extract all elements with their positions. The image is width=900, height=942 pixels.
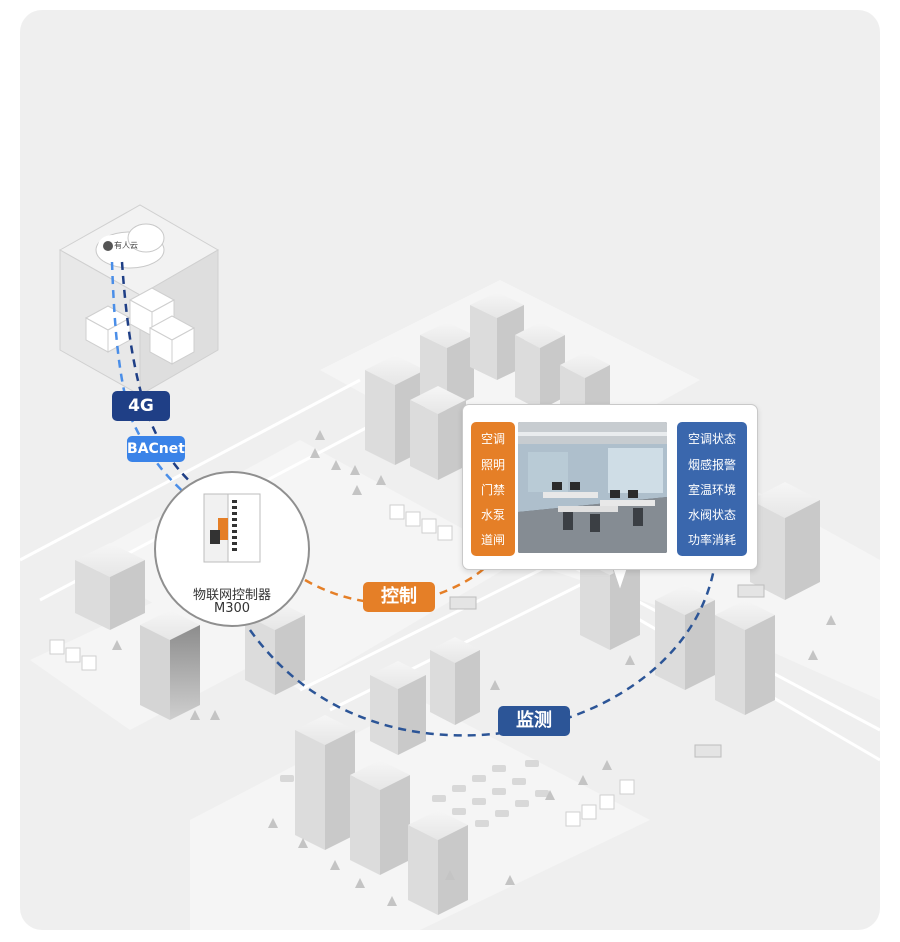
control-item: 道闸 <box>480 533 505 547</box>
cloud-datacenter <box>58 204 220 396</box>
monitor-item: 空调状态 <box>687 432 736 446</box>
controller-device-icon <box>203 493 261 563</box>
monitor-item: 水阀状态 <box>687 508 736 522</box>
control-item: 空调 <box>480 432 505 446</box>
small-structures <box>49 504 635 827</box>
office-photo <box>518 422 667 553</box>
device-name: 物联网控制器 <box>192 588 271 603</box>
control-item: 门禁 <box>480 483 505 497</box>
buildings <box>75 292 820 915</box>
control-item: 照明 <box>480 458 505 472</box>
control-list <box>471 422 515 556</box>
cellular-tag: 4G <box>112 391 170 421</box>
monitor-item: 功率消耗 <box>687 533 736 547</box>
monitor-item: 室温环境 <box>687 483 736 497</box>
cloud-label: 有人云 <box>114 241 138 250</box>
trucks <box>449 584 765 758</box>
device-model: M300 <box>213 601 251 616</box>
protocol-tag: BACnet <box>127 436 185 462</box>
monitor-tag: 监测 <box>498 706 570 736</box>
control-tag: 控制 <box>363 582 435 612</box>
control-item: 水泵 <box>480 508 505 522</box>
trees <box>112 430 836 906</box>
parking-cars <box>280 760 549 827</box>
monitor-list <box>677 422 747 556</box>
monitor-item: 烟感报警 <box>687 458 736 472</box>
cloud-icon <box>95 223 165 269</box>
